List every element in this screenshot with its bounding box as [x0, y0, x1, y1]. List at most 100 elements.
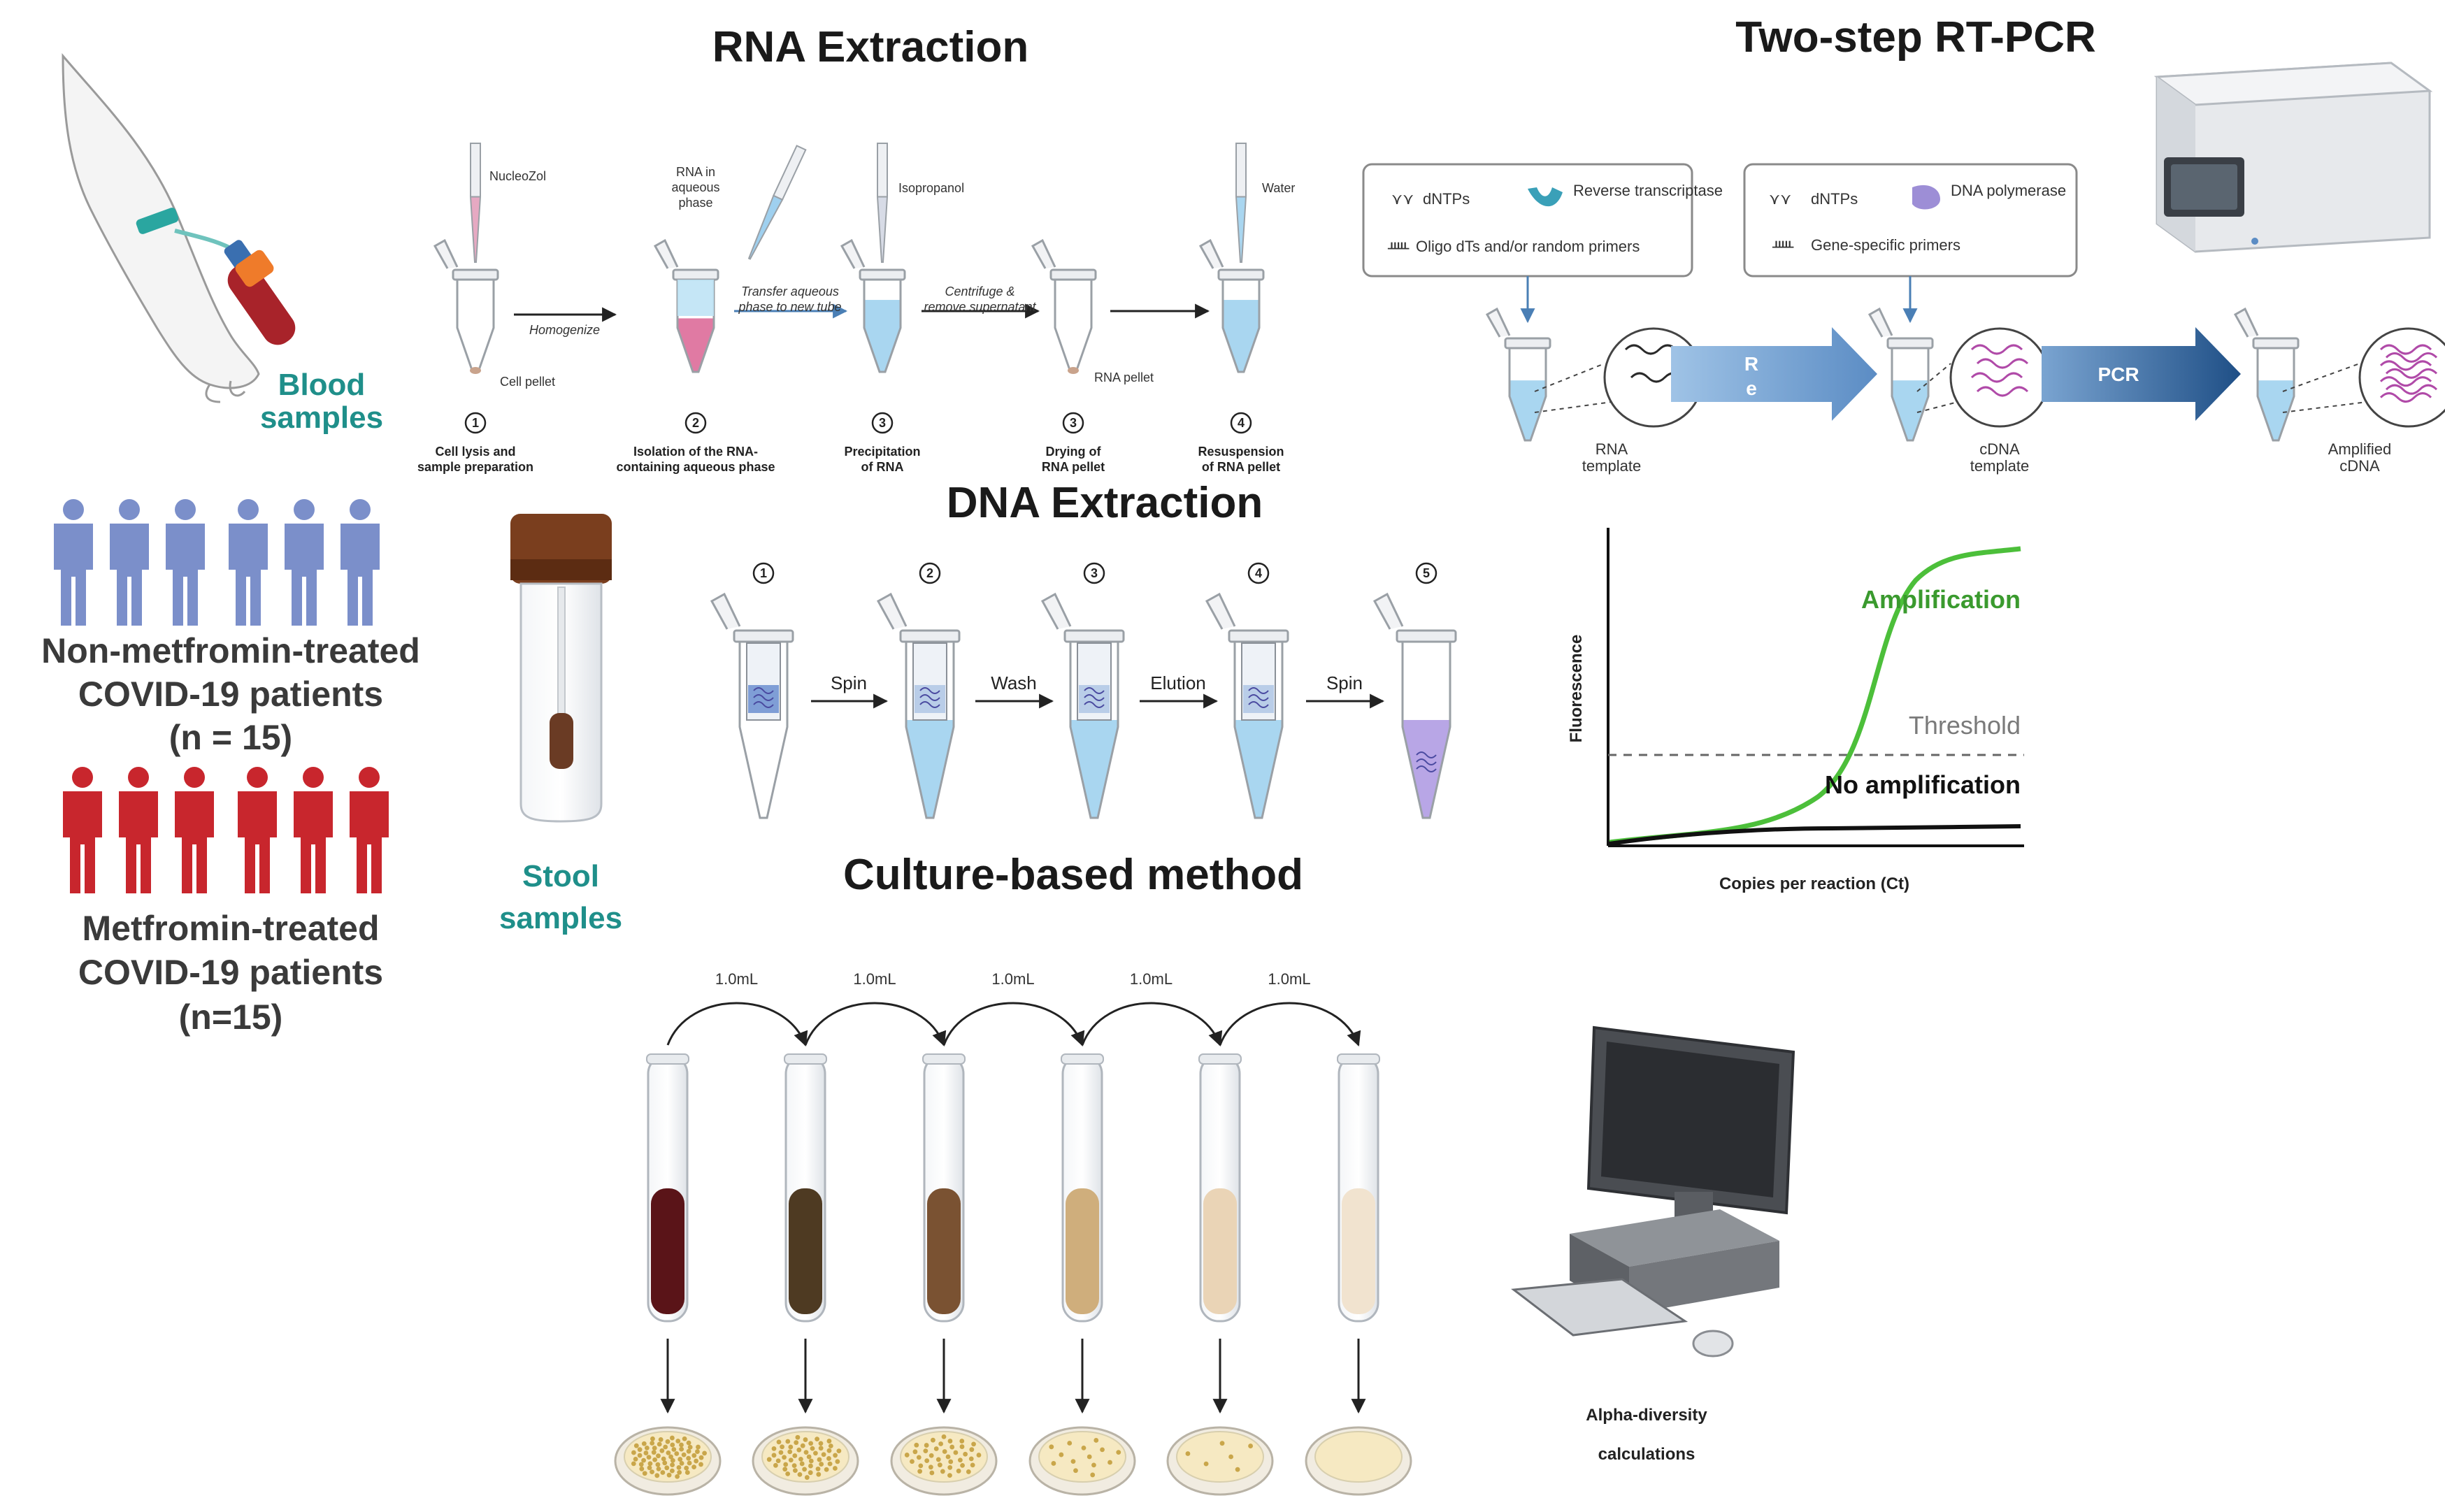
colony: [674, 1451, 680, 1456]
reagent-label: phase: [678, 196, 712, 210]
step-number: [1415, 562, 1437, 584]
petri-dish: [1166, 1426, 1274, 1496]
colony: [691, 1464, 696, 1470]
colony: [775, 1458, 781, 1464]
dna-arrow-label: Wash: [991, 672, 1037, 693]
colony: [686, 1455, 691, 1461]
nucleic-strand: [2385, 384, 2438, 395]
step-number: [1083, 562, 1105, 584]
colony: [835, 1459, 840, 1464]
colony: [1107, 1460, 1112, 1465]
colony: [827, 1461, 833, 1467]
rna-pellet: [1068, 367, 1079, 374]
colony: [794, 1440, 799, 1446]
colony: [686, 1440, 691, 1446]
colony: [780, 1444, 784, 1450]
colony: [795, 1434, 801, 1440]
treated-patients-icons: [63, 767, 389, 893]
blood-samples-label-2: samples: [260, 401, 383, 435]
colony: [818, 1446, 824, 1451]
dna-strand: [1248, 694, 1269, 701]
nucleic-strand: [2379, 376, 2432, 387]
colony: [803, 1437, 808, 1442]
colony: [803, 1450, 809, 1455]
culture-tube: [1061, 1053, 1104, 1414]
colony: [658, 1437, 664, 1442]
aqueous-layer: [677, 280, 714, 316]
step-number-text: 2: [692, 416, 699, 430]
colony: [804, 1475, 810, 1480]
colony: [687, 1444, 693, 1450]
transfer-arrow: [1219, 1002, 1361, 1046]
culture-tube: [922, 1053, 966, 1414]
step-number-text: 1: [760, 566, 767, 580]
non-treated-group-label: Non-metfromin-treated: [41, 631, 420, 670]
colony: [637, 1447, 643, 1453]
colony: [1248, 1443, 1254, 1448]
alpha-diversity-label: Alpha-diversity: [1586, 1406, 1707, 1425]
step-number-text: 3: [879, 416, 886, 430]
colony: [666, 1450, 671, 1455]
rna-step-caption: of RNA pellet: [1202, 460, 1280, 474]
colony: [782, 1467, 788, 1472]
colony: [785, 1471, 791, 1476]
colony: [677, 1469, 682, 1475]
nucleic-strand: [2385, 368, 2438, 379]
colony: [791, 1463, 797, 1469]
colony: [953, 1450, 959, 1455]
colony: [660, 1470, 666, 1475]
colony: [808, 1463, 813, 1469]
colony: [1185, 1451, 1191, 1456]
dna-arrow-label: Spin: [1326, 672, 1363, 693]
rt-dntps: dNTPs: [1423, 190, 1470, 208]
colony: [971, 1441, 976, 1447]
colony: [826, 1448, 832, 1453]
non-treated-patients-icons: [54, 499, 380, 626]
column-membrane: [1079, 685, 1110, 713]
colony: [639, 1466, 645, 1471]
colony: [1203, 1461, 1209, 1467]
colony: [659, 1448, 665, 1453]
rna-step-caption: Drying of: [1046, 445, 1102, 459]
colony: [670, 1457, 675, 1463]
colony: [668, 1454, 673, 1460]
colony: [806, 1454, 812, 1460]
colony: [923, 1448, 928, 1454]
colony: [644, 1445, 650, 1450]
colony: [776, 1439, 782, 1445]
colony: [687, 1460, 692, 1466]
non-treated-group-count: (n = 15): [169, 718, 292, 757]
colony: [966, 1469, 971, 1474]
svg-text:ᚊ: ᚊ: [1387, 239, 1410, 257]
rna-step-caption: containing aqueous phase: [616, 460, 775, 474]
rna-tube: [433, 238, 499, 373]
colony: [661, 1456, 666, 1462]
rna-tube: [653, 238, 719, 373]
colony: [828, 1443, 833, 1448]
nucleic-strand: [2379, 344, 2432, 355]
dna-strand: [753, 701, 774, 708]
colony: [681, 1452, 687, 1457]
culture-tube: [1337, 1053, 1380, 1414]
stool-samples-label: Stool: [522, 859, 599, 893]
colony: [691, 1453, 697, 1458]
colony: [631, 1450, 636, 1455]
colony: [938, 1441, 944, 1446]
pipette-icon: [1235, 143, 1247, 263]
reagent-label: aqueous: [671, 180, 719, 194]
column-membrane: [1243, 685, 1274, 713]
transfer-arrow: [804, 1002, 947, 1046]
colony: [677, 1457, 683, 1462]
colony: [1116, 1450, 1121, 1455]
colony: [792, 1468, 798, 1473]
svg-text:ᚊ: ᚊ: [1772, 238, 1794, 255]
dna-strand: [1248, 687, 1269, 694]
treated-group-label-2: COVID-19 patients: [78, 953, 383, 992]
step-number: [684, 412, 707, 434]
colony: [656, 1466, 661, 1471]
step-number-text: 3: [1091, 566, 1098, 580]
colony: [1090, 1472, 1096, 1478]
colony: [702, 1450, 708, 1456]
rna-step-caption: Precipitation: [844, 445, 920, 459]
dna-strand: [1248, 701, 1269, 708]
